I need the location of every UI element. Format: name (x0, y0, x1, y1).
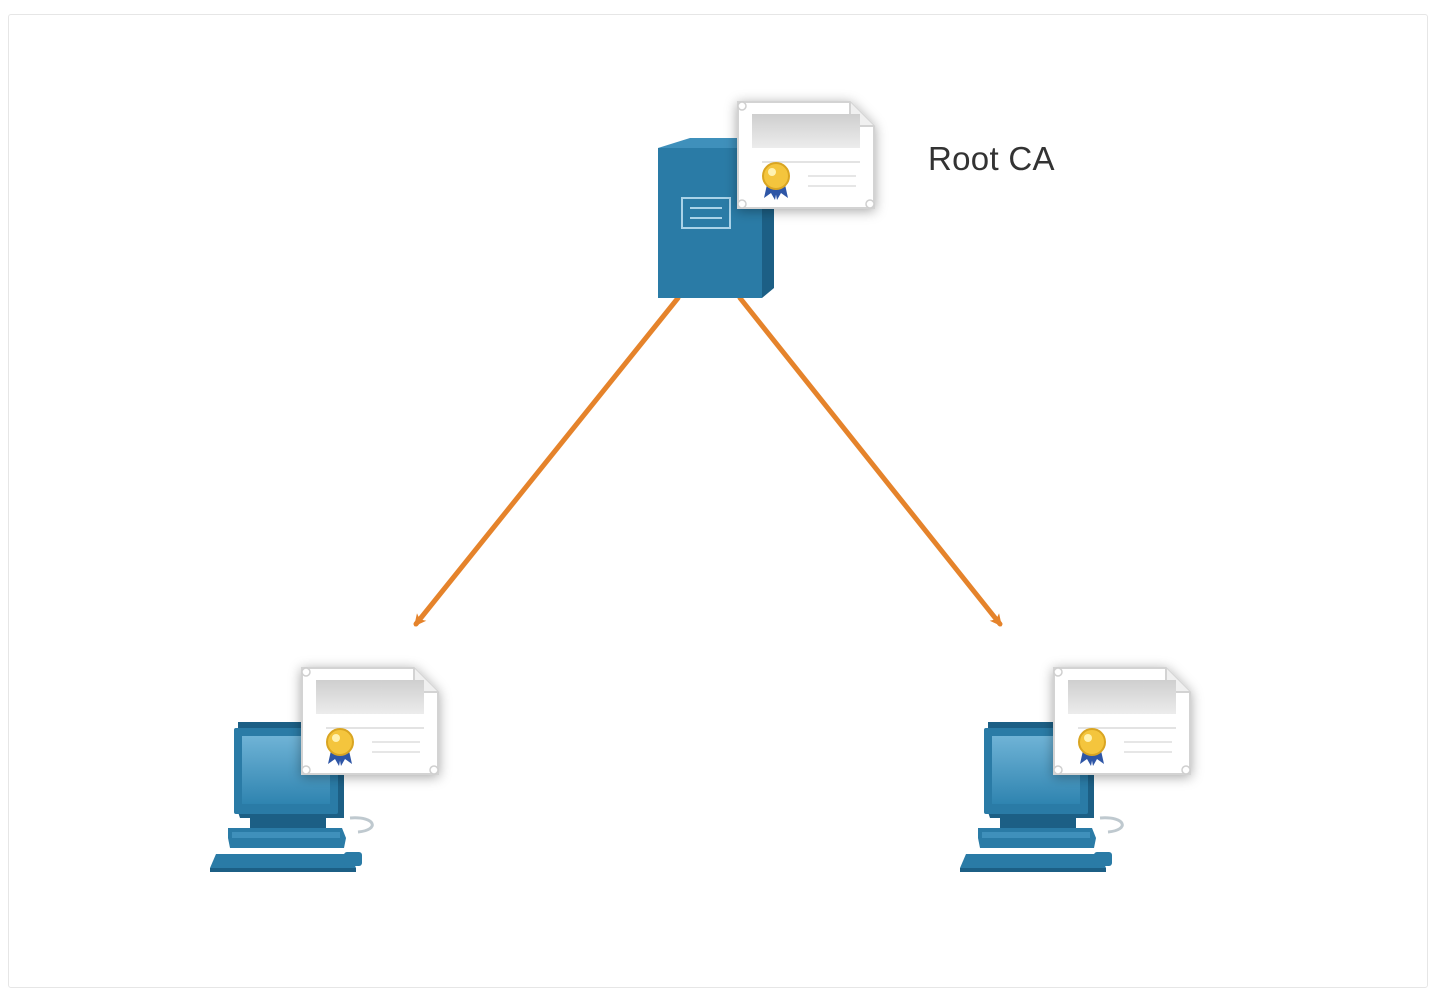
edges (413, 295, 1003, 627)
root-certificate-icon (737, 101, 875, 209)
client-right-node (958, 667, 1191, 874)
client-left-certificate-icon (301, 667, 439, 775)
client-right-certificate-icon (1053, 667, 1191, 775)
arrow-root-to-right-client (737, 295, 1003, 627)
client-left-node (208, 667, 439, 874)
root-ca-label: Root CA (928, 140, 1055, 177)
arrow-root-to-left-client (413, 295, 681, 627)
root-ca-node (658, 101, 875, 298)
